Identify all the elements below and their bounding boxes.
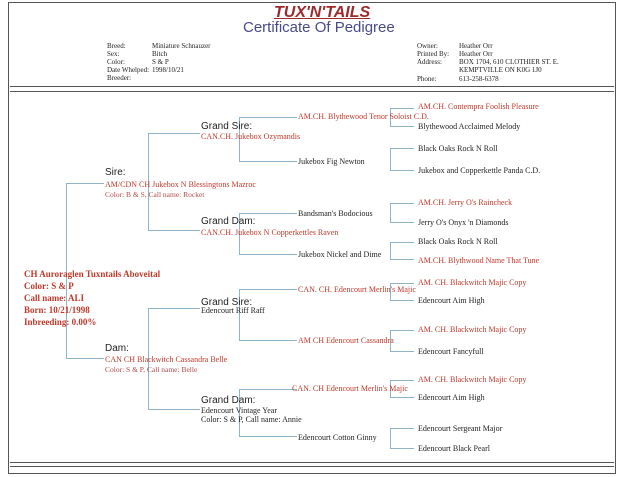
sire-gen4-3: Black Oaks Rock N Roll <box>418 144 498 153</box>
sex-value: Bitch <box>152 50 168 58</box>
breed-label: Breed: <box>107 42 126 50</box>
printed-value: Heather Orr <box>459 50 493 58</box>
dam-gd-sire: CAN. CH Edencourt Merlin's Majic <box>292 384 408 393</box>
dam-gen4-3: AM. CH. Blackwitch Majic Copy <box>418 325 527 334</box>
sire-gen4-6: Jerry O's Onyx 'n Diamonds <box>418 218 509 227</box>
printed-label: Printed By: <box>417 50 450 58</box>
dog-call-name: Call name: ALI <box>24 293 85 303</box>
dam-gd-dam: Edencourt Cotton Ginny <box>298 433 377 442</box>
dam-grand-dam-info: Color: S & P, Call name: Annie <box>201 415 302 424</box>
sire-gen4-8: AM.CH. Blythwood Name That Tune <box>418 256 540 265</box>
header-divider <box>10 86 614 87</box>
breed-value: Miniature Schnauzer <box>152 42 211 50</box>
sire-gs-sire: AM.CH. Blythewood Tenor Soloist C.D. <box>298 112 429 121</box>
owner-value: Heather Orr <box>459 42 493 50</box>
whelped-value: 1998/10/21 <box>152 66 184 74</box>
certificate-frame <box>8 2 616 474</box>
whelped-label: Date Whelped: <box>107 66 150 74</box>
sire-gen4-1: AM.CH. Contempra Foolish Pleasure <box>418 102 539 111</box>
dam-gen4-6: Edencourt Aim High <box>418 393 485 402</box>
footer-divider <box>10 462 614 463</box>
sire-grand-sire: CAN.CH. Jukebox Ozymandis <box>201 132 301 141</box>
color-value: S & P <box>152 58 169 66</box>
dam-gen4-7: Edencourt Sergeant Major <box>418 424 503 433</box>
dam-gen4-4: Edencourt Fancyfull <box>418 347 484 356</box>
address-label: Address: <box>417 58 442 66</box>
phone-value: 613-258-6378 <box>459 75 499 83</box>
color-label: Color: <box>107 58 125 66</box>
footer-divider-2 <box>10 466 614 467</box>
sire-name: AM/CDN CH Jukebox N Blessingtons Mazroc <box>105 180 256 189</box>
dam-gen4-8: Edencourt Black Pearl <box>418 444 490 453</box>
dog-name: CH Auroraglen Tuxntails Aboveital <box>24 269 161 279</box>
dam-gs-sire: CAN. CH. Edencourt Merlin's Majic <box>298 285 416 294</box>
sire-label: Sire: <box>105 167 126 178</box>
sire-gs-dam: Jukebox Fig Newton <box>298 157 365 166</box>
dam-name: CAN CH Blackwitch Cassandra Belle <box>105 355 228 364</box>
address-value-2: KEMPTVILLE ON K0G 1J0 <box>459 66 542 74</box>
kennel-name: TUX'N'TAILS <box>274 4 371 21</box>
dam-gen4-2: Edencourt Aim High <box>418 296 485 305</box>
sire-gd-sire: Bandsman's Bodocious <box>298 209 373 218</box>
sire-gen4-2: Blythewood Acclaimed Melody <box>418 122 521 131</box>
sire-info: Color: B & S, Call name: Rocket <box>105 190 205 199</box>
dam-gen4-1: AM. CH. Blackwitch Majic Copy <box>418 278 527 287</box>
dog-inbreeding: Inbreeding: 0.00% <box>24 317 97 327</box>
dog-color: Color: S & P <box>24 281 74 291</box>
sire-gd-dam: Jukebox Nickel and Dime <box>298 250 382 259</box>
dam-info: Color: S & P, Call name: Belle <box>105 365 198 374</box>
dam-grand-dam-label: Grand Dam: <box>201 395 256 406</box>
header-divider-2 <box>10 91 614 92</box>
breeder-label: Breeder: <box>107 74 132 82</box>
sire-gen4-7: Black Oaks Rock N Roll <box>418 237 498 246</box>
certificate-title: Certificate Of Pedigree <box>243 19 395 36</box>
dam-gen4-5: AM. CH. Blackwitch Majic Copy <box>418 375 527 384</box>
dam-grand-sire-label: Grand Sire: <box>201 297 253 308</box>
subject-dog: CH Auroraglen Tuxntails Aboveital Color:… <box>24 268 160 328</box>
sex-label: Sex: <box>107 50 120 58</box>
owner-label: Owner: <box>417 42 438 50</box>
sire-grand-dam: CAN.CH. Jukebox N Copperkettles Raven <box>201 228 339 237</box>
dog-born: Born: 10/21/1998 <box>24 305 90 315</box>
dam-grand-dam: Edencourt Vintage Year <box>201 406 278 415</box>
dam-label: Dam: <box>105 343 129 354</box>
dam-gs-dam: AM CH Edencourt Cassandra <box>298 336 394 345</box>
sire-gen4-4: Jukebox and Copperkettle Panda C.D. <box>418 166 541 175</box>
sire-grand-sire-label: Grand Sire: <box>201 121 253 132</box>
sire-grand-dam-label: Grand Dam: <box>201 216 256 227</box>
phone-label: Phone: <box>417 75 437 83</box>
address-value: BOX 1704, 610 CLOTHIER ST. E. <box>459 58 559 66</box>
sire-gen4-5: AM.CH. Jerry O's Raincheck <box>418 198 513 207</box>
dam-grand-sire: Edencourt Riff Raff <box>201 306 265 315</box>
